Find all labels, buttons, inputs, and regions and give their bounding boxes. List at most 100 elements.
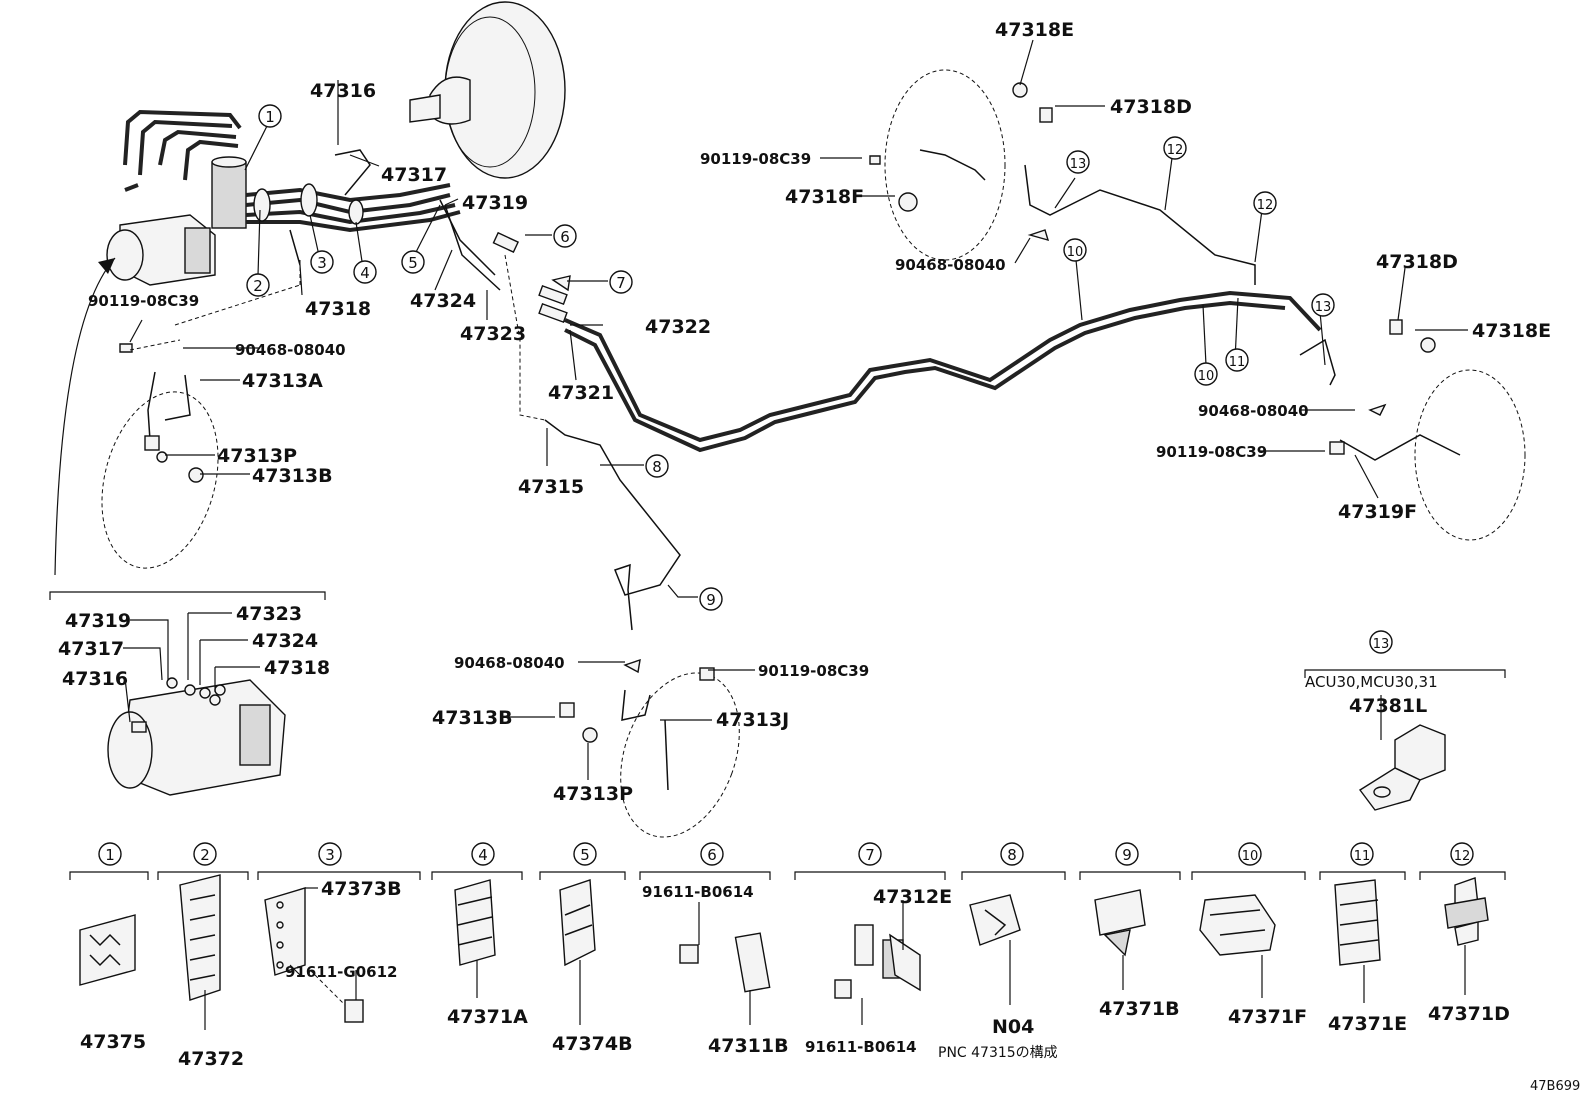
label-90468-top: 90468-08040: [895, 256, 1006, 274]
label-47313B-mid: 47313B: [432, 707, 513, 729]
svg-text:8: 8: [652, 458, 662, 476]
callout-1-b: 1: [98, 842, 122, 866]
clip-label-47374B: 47374B: [552, 1033, 633, 1055]
callout-8: 8: [645, 454, 669, 478]
label-47318E-top: 47318E: [995, 19, 1074, 41]
svg-text:6: 6: [707, 846, 717, 864]
label-47323: 47323: [460, 323, 526, 345]
callout-9-b: 9: [1115, 842, 1139, 866]
leader-lines: [123, 39, 1468, 1030]
label-47315: 47315: [518, 476, 584, 498]
callout-5-b: 5: [573, 842, 597, 866]
svg-text:1: 1: [105, 846, 115, 864]
clip-label-N04: N04: [992, 1016, 1034, 1038]
clip-label-91611-B0614-b: 91611-B0614: [805, 1038, 917, 1056]
clip-label-47371A: 47371A: [447, 1006, 528, 1028]
pipe-fittings: [492, 231, 571, 421]
svg-text:3: 3: [317, 254, 327, 272]
label-47318D-right: 47318D: [1376, 251, 1458, 273]
svg-text:6: 6: [560, 228, 570, 246]
callout-10: 10: [1063, 238, 1087, 262]
callout-4: 4: [353, 260, 377, 284]
svg-text:5: 5: [580, 846, 590, 864]
clip-label-47311B: 47311B: [708, 1035, 789, 1057]
bracket-47381L: [1304, 669, 1506, 811]
callout-10-c: 10: [1238, 842, 1262, 866]
rear-right-wheel: [1329, 319, 1526, 541]
svg-text:12: 12: [1167, 143, 1184, 158]
label-90119-right: 90119-08C39: [1156, 443, 1267, 461]
callout-13-b: 13: [1311, 293, 1335, 317]
callout-7: 7: [609, 270, 633, 294]
brake-booster: [409, 1, 566, 179]
label-47322: 47322: [645, 316, 711, 338]
inset-label-47319: 47319: [65, 610, 131, 632]
svg-text:13: 13: [1070, 157, 1087, 172]
part-labels: 47316 47317 47319 47318 47324 47323 4732…: [58, 19, 1580, 1094]
inset-label-47318: 47318: [264, 657, 330, 679]
callout-11-b: 11: [1350, 842, 1374, 866]
callout-11: 11: [1225, 348, 1249, 372]
svg-text:13: 13: [1315, 300, 1332, 315]
callout-12-b: 12: [1253, 191, 1277, 215]
clip-group-brackets: [69, 871, 1506, 880]
label-47318F: 47318F: [785, 186, 864, 208]
inset-label-47323: 47323: [236, 603, 302, 625]
clip-label-47371F: 47371F: [1228, 1006, 1307, 1028]
inset-label-47324: 47324: [252, 630, 318, 652]
clip-drawings: [79, 874, 1489, 1023]
callout-9: 9: [699, 587, 723, 611]
clip-label-47312E: 47312E: [873, 886, 952, 908]
abs-actuator: [106, 214, 216, 286]
svg-text:13: 13: [1373, 637, 1390, 652]
clip-label-47371D: 47371D: [1428, 1003, 1510, 1025]
callout-5: 5: [401, 250, 425, 274]
svg-text:2: 2: [253, 277, 263, 295]
clip-label-47371E: 47371E: [1328, 1013, 1407, 1035]
callout-6: 6: [553, 224, 577, 248]
svg-text:7: 7: [616, 274, 626, 292]
label-47318E-right: 47318E: [1472, 320, 1551, 342]
callout-13-c: 13: [1369, 630, 1393, 654]
clip-label-47373B: 47373B: [321, 878, 402, 900]
front-left-hose: [101, 260, 301, 569]
label-90468-right: 90468-08040: [1198, 402, 1309, 420]
insert-arrow: [54, 257, 116, 576]
svg-text:7: 7: [865, 846, 875, 864]
label-47318: 47318: [305, 298, 371, 320]
svg-text:4: 4: [360, 264, 370, 282]
label-47319F: 47319F: [1338, 501, 1417, 523]
rear-brake-line: [564, 164, 1336, 453]
callout-12-c: 12: [1450, 842, 1474, 866]
callout-numbers: 1 2 3 4 5 6 7 8 9 10 13 12 12 13 10 11 1…: [98, 104, 1474, 866]
svg-text:12: 12: [1257, 198, 1274, 213]
clip-label-47375: 47375: [80, 1031, 146, 1053]
label-47317: 47317: [381, 164, 447, 186]
label-47381L: 47381L: [1349, 695, 1427, 717]
abs-inset: [49, 591, 326, 796]
master-cylinder-pipes: [123, 109, 501, 291]
center-rear-hose: [544, 419, 740, 838]
callout-4-b: 4: [471, 842, 495, 866]
inset-label-47316: 47316: [62, 668, 128, 690]
callout-10-b: 10: [1194, 362, 1218, 386]
svg-text:1: 1: [265, 108, 275, 126]
callout-1: 1: [258, 104, 282, 128]
front-right-wheel: [869, 69, 1053, 261]
svg-text:4: 4: [478, 846, 488, 864]
diagram-code: 47B699: [1530, 1079, 1580, 1094]
label-90468-left: 90468-08040: [235, 341, 346, 359]
clip-label-47371B: 47371B: [1099, 998, 1180, 1020]
callout-12-a: 12: [1163, 136, 1187, 160]
label-90468-mid: 90468-08040: [454, 654, 565, 672]
label-47313J: 47313J: [716, 709, 789, 731]
callout-13-a: 13: [1066, 150, 1090, 174]
svg-text:11: 11: [1354, 849, 1371, 864]
callout-3: 3: [310, 250, 334, 274]
label-47319: 47319: [462, 192, 528, 214]
svg-text:10: 10: [1198, 369, 1215, 384]
callout-3-b: 3: [318, 842, 342, 866]
clip-label-91611-B0614-a: 91611-B0614: [642, 883, 754, 901]
label-47321: 47321: [548, 382, 614, 404]
